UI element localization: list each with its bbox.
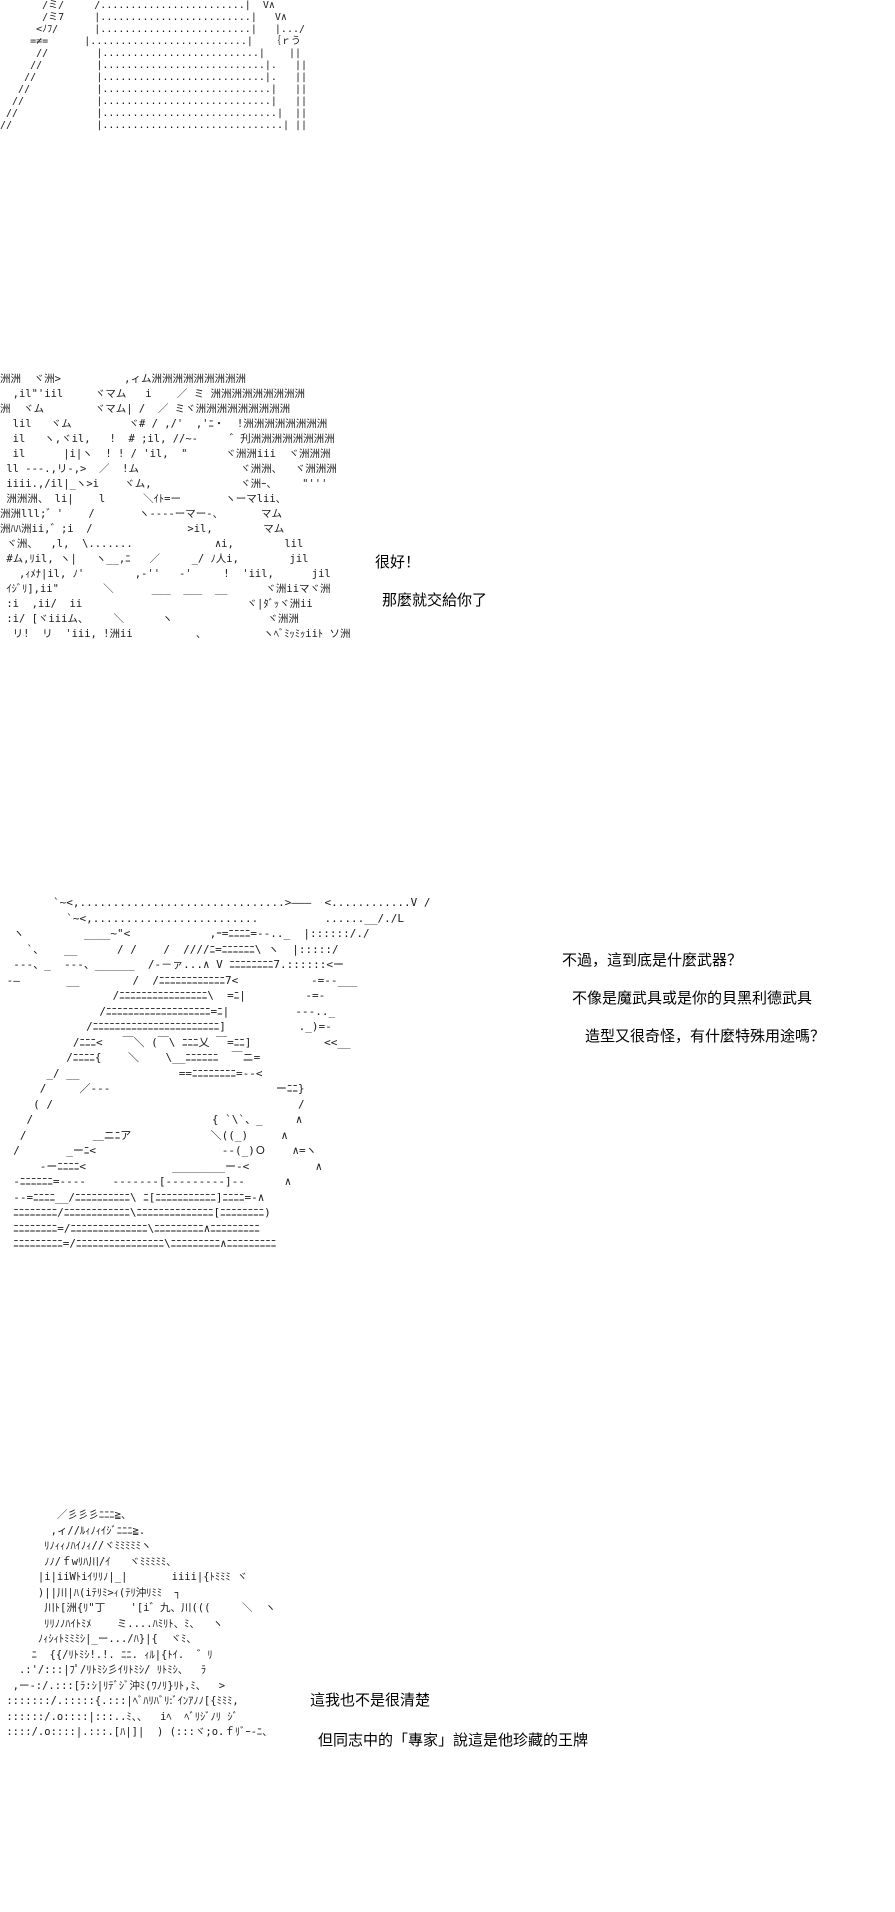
ascii-art-character-portrait: 洲洲 ヾ洲> ,ィム洲洲洲洲洲洲洲洲洲 ,il"'iil ヾマム i ／ ミ 洲…	[0, 373, 350, 640]
dialogue-line: 這我也不是很清楚	[310, 1691, 431, 1709]
ascii-art-character-bust: ／彡彡彡ﾆﾆﾆ≧、 ,ィ//ﾙｨﾉｨｲｼﾞﾆﾆﾆ≧. ﾘﾉｨｨﾉﾊｲﾉｨ//ヾﾐ…	[6, 1509, 276, 1738]
dialogue-line: 但同志中的「專家」說這是他珍藏的王牌	[318, 1731, 589, 1749]
dialogue-line: 不像是魔武具或是你的貝黑利德武具	[572, 989, 813, 1007]
dialogue-line: 不過，這到底是什麼武器？	[562, 951, 743, 969]
dialogue-line: 造型又很奇怪，有什麼特殊用途嗎？	[585, 1027, 826, 1045]
ascii-art-figure-standing: /ミ/ /........................| V∧ /ミ7 |.…	[0, 0, 308, 131]
dialogue-line: 那麼就交給你了	[382, 591, 488, 609]
ascii-art-weapon: `~<,...............................>――― …	[6, 896, 431, 1250]
dialogue-line: 很好！	[375, 553, 421, 571]
